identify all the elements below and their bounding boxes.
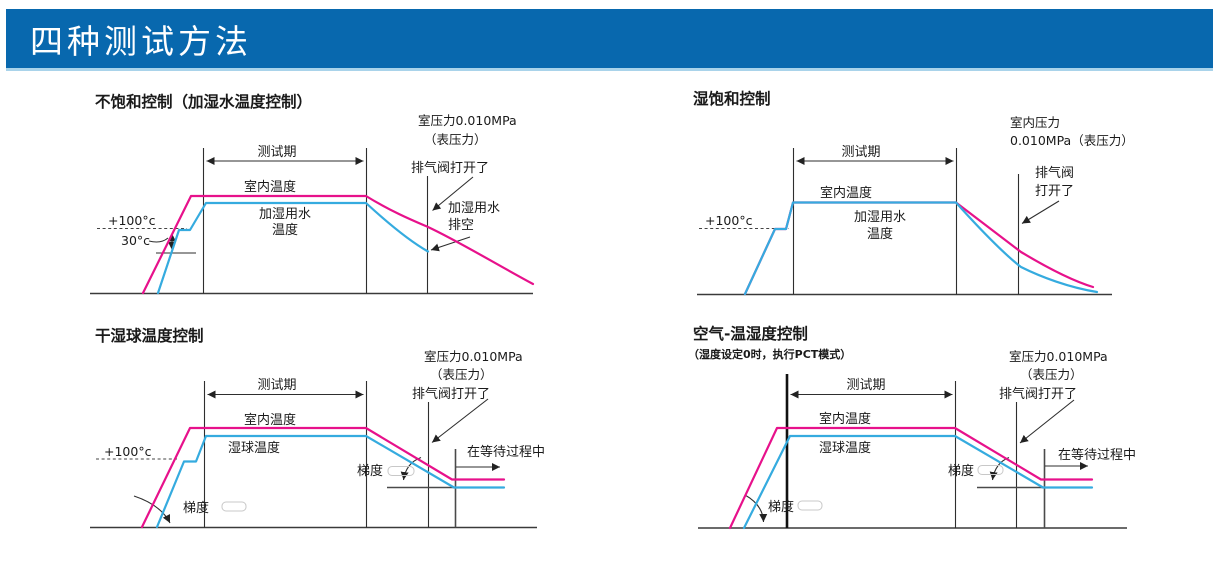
- exhaust-valve-arrow: [431, 398, 489, 443]
- gradient-left-mark: [221, 501, 247, 512]
- gradient-right-mark: [977, 465, 1004, 475]
- header-banner: 四种测试方法: [6, 9, 1213, 71]
- panel-wet-saturation-control: 湿饱和控制 测试期 室内压力 0.010MPa（表压力） 排气阀 打开了 +10…: [692, 89, 1134, 296]
- room-temp-label: 室内温度: [244, 412, 296, 428]
- gradient-label-left: 梯度: [183, 500, 209, 516]
- panel-title: 干湿球温度控制: [95, 326, 204, 345]
- gradient-arc-left: [744, 494, 768, 523]
- panel-title: 空气-温湿度控制: [693, 324, 808, 343]
- waiting-label: 在等待过程中: [1058, 447, 1136, 463]
- water-temp-label-line1: 加湿用水: [854, 210, 906, 225]
- exhaust-valve-label: 排气阀打开了: [411, 160, 489, 176]
- panel-title: 不饱和控制（加湿水温度控制）: [95, 92, 312, 111]
- room-temp-label: 室内温度: [820, 185, 872, 201]
- wet-bulb-temperature-curve: [155, 434, 506, 529]
- temp-30-label: 30°c: [121, 233, 150, 248]
- panel-subtitle: （湿度设定0时，执行PCT模式）: [688, 347, 851, 361]
- temp-100-label: +100°c: [104, 444, 152, 459]
- wet-bulb-temperature-curve: [742, 434, 1094, 530]
- temp-100-label: +100°c: [705, 213, 753, 228]
- room-temp-label: 室内温度: [819, 411, 871, 427]
- page-title: 四种测试方法: [30, 21, 252, 61]
- exhaust-valve-arrow: [1021, 200, 1060, 224]
- test-period-boundary-lines: [203, 381, 368, 528]
- test-period-label: 测试期: [257, 145, 296, 160]
- waiting-label: 在等待过程中: [467, 444, 545, 460]
- room-temp-label: 室内温度: [244, 179, 296, 195]
- panel-dry-wet-bulb-control: 干湿球温度控制 测试期 室压力0.010MPa （表压力） 排气阀打开了 +10…: [90, 326, 545, 529]
- water-temp-label-line2: 温度: [867, 226, 893, 242]
- humidifying-water-curve: [156, 201, 430, 295]
- exhaust-valve-arrow: [1019, 399, 1075, 444]
- room-temperature-curve: [728, 426, 1094, 530]
- panel-title: 湿饱和控制: [692, 89, 771, 108]
- exhaust-valve-label: 排气阀打开了: [999, 386, 1077, 402]
- exhaust-valve-label-line1: 排气阀: [1035, 165, 1074, 181]
- exhaust-valve-label-line2: 打开了: [1035, 184, 1074, 199]
- gradient-right-mark: [387, 466, 415, 476]
- panel-unsaturated-control: 不饱和控制（加湿水温度控制） 测试期 室压力0.010MPa （表压力） 排气阀…: [90, 92, 535, 295]
- water-temp-label-line1: 加湿用水: [259, 207, 311, 222]
- pressure-label-line1: 室内压力: [1010, 115, 1060, 130]
- room-temperature-curve: [141, 194, 535, 295]
- room-temperature-curve: [743, 201, 1095, 296]
- gradient-label-right: 梯度: [948, 463, 974, 479]
- water-temp-label-line2: 温度: [272, 222, 298, 238]
- temp-30-leader: [148, 237, 169, 243]
- exhaust-valve-label: 排气阀打开了: [412, 386, 490, 402]
- gradient-label-left: 梯度: [768, 499, 794, 515]
- wet-bulb-label: 湿球温度: [228, 440, 280, 456]
- test-period-label: 测试期: [257, 378, 296, 393]
- pressure-label-line2: （表压力）: [424, 132, 487, 147]
- water-drain-label-line2: 排空: [448, 218, 474, 233]
- room-temperature-curve: [140, 426, 506, 529]
- pressure-label-line1: 室压力0.010MPa: [418, 113, 517, 128]
- pressure-label-line1: 室压力0.010MPa: [424, 349, 523, 364]
- test-period-boundary-lines: [792, 148, 958, 295]
- test-period-label: 测试期: [841, 145, 880, 160]
- humidifying-water-curve: [743, 201, 1099, 296]
- gradient-arc-right: [989, 456, 1010, 481]
- water-drain-label-line1: 加湿用水: [448, 201, 500, 216]
- gradient-left-mark: [797, 500, 823, 511]
- exhaust-valve-arrow: [432, 176, 474, 211]
- panel-air-temp-humidity-control: 空气-温湿度控制 （湿度设定0时，执行PCT模式） 测试期 室压力0.010MP…: [688, 324, 1136, 530]
- pressure-label-line2: （表压力）: [430, 367, 493, 382]
- pressure-label-line2: （表压力）: [1020, 367, 1083, 382]
- test-period-label: 测试期: [846, 378, 885, 393]
- gradient-label-right: 梯度: [357, 463, 383, 479]
- pressure-label-line2: 0.010MPa（表压力）: [1010, 133, 1134, 148]
- water-drain-arrow: [430, 236, 471, 252]
- gradient-arc-right: [400, 456, 422, 481]
- test-period-boundary-lines: [202, 148, 368, 294]
- pressure-label-line1: 室压力0.010MPa: [1009, 349, 1108, 364]
- gradient-arc-left: [133, 495, 171, 524]
- wet-bulb-label: 湿球温度: [819, 440, 871, 456]
- temp-100-label: +100°c: [108, 213, 156, 228]
